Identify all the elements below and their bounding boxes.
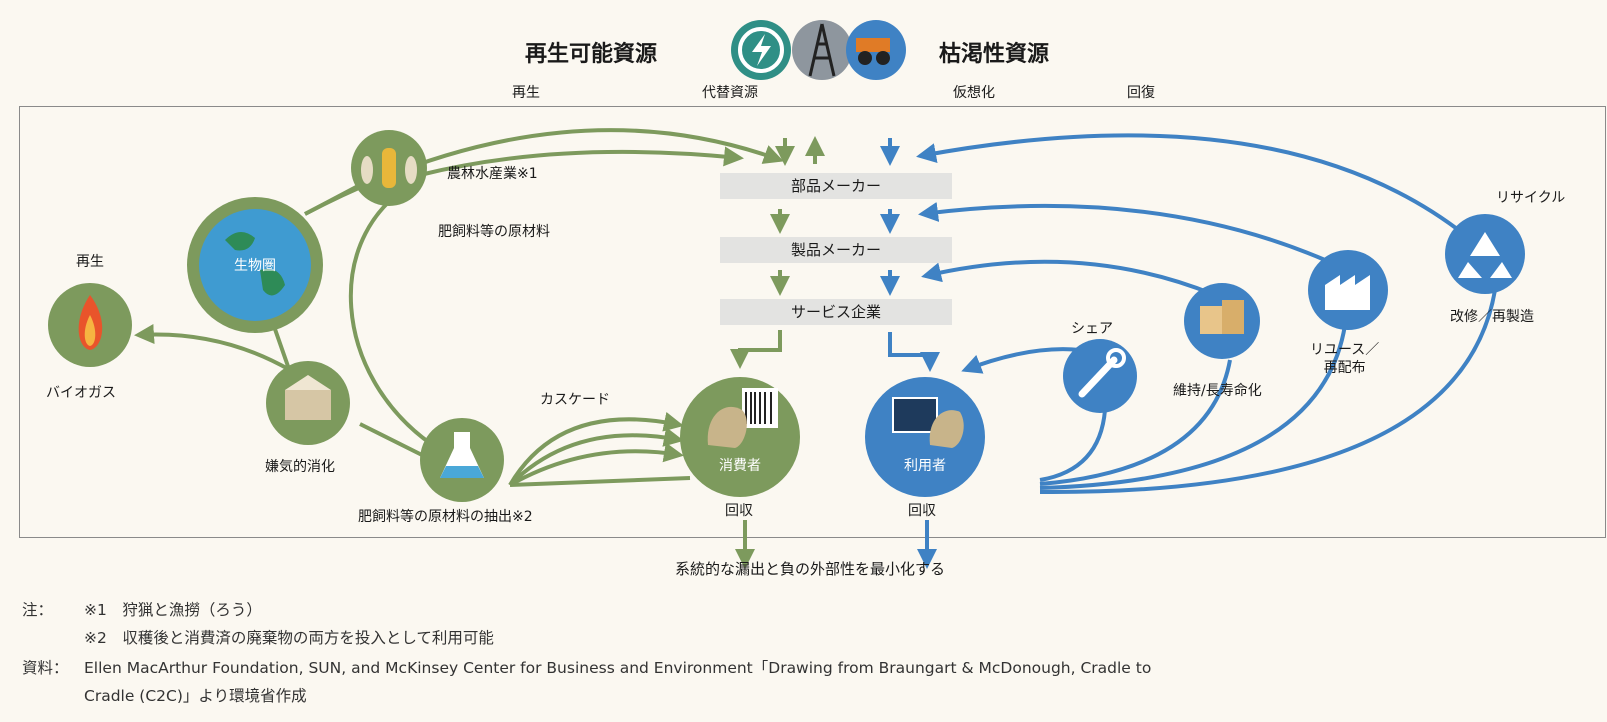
reuse-label: リユース／ 再配布 xyxy=(1310,342,1380,376)
reuse-arrow xyxy=(918,202,1326,262)
maintain-arrow xyxy=(921,259,1216,297)
cascade-arrow-1 xyxy=(508,411,684,487)
user-icon: 利用者 xyxy=(865,377,985,497)
collect-left-label: 回収 xyxy=(725,503,753,519)
regenerate-label: 再生 xyxy=(512,85,540,101)
regeneration-label: 再生 xyxy=(76,254,104,270)
parts-maker-box: 部品メーカー xyxy=(720,173,952,199)
technical-flows xyxy=(880,133,1497,569)
collect-right-label: 回収 xyxy=(908,503,936,519)
share-arrow xyxy=(961,347,1081,374)
substitute-label: 代替資源 xyxy=(702,85,758,101)
boxes-icon xyxy=(1184,283,1260,359)
note-2: ※2 収穫後と消費済の廃棄物の両方を投入として利用可能 xyxy=(84,629,494,647)
recycle-label: リサイクル xyxy=(1496,190,1566,206)
service-provider-box: サービス企業 xyxy=(720,299,952,325)
feedstock-loop xyxy=(348,178,442,452)
note-1: ※1 狩猟と漁撈（ろう） xyxy=(84,601,262,619)
extraction-label: 肥飼料等の原材料の抽出※2 xyxy=(358,509,533,525)
consumer-icon: 消費者 xyxy=(680,377,800,497)
restore-label: 回復 xyxy=(1127,85,1155,101)
share-label: シェア xyxy=(1071,321,1113,337)
renewable-energy-icon xyxy=(731,20,791,80)
product-maker-box: 製品メーカー xyxy=(720,237,952,263)
cascade-arrow-3 xyxy=(509,442,684,487)
note-label: 注： xyxy=(22,601,54,619)
diagram-frame xyxy=(19,106,1606,538)
renewable-resources-title: 再生可能資源 xyxy=(525,42,658,67)
factory-icon xyxy=(1308,250,1388,330)
feedstock-label: 肥飼料等の原材料 xyxy=(438,224,550,240)
recycle-arrow xyxy=(916,133,1467,237)
farming-to-parts-arrow xyxy=(419,146,744,177)
biosphere-icon: 生物圏 xyxy=(187,197,323,333)
anaerobic-digestion-icon xyxy=(266,361,350,445)
biogas-label: バイオガス xyxy=(46,385,116,401)
anaerobic-label: 嫌気的消化 xyxy=(265,459,335,475)
refurbish-label: 改修／再製造 xyxy=(1450,309,1534,325)
biogas-icon xyxy=(48,283,132,367)
to-biogas-arrow xyxy=(134,324,291,372)
cascade-arrow-2 xyxy=(508,427,684,487)
user-label: 利用者 xyxy=(904,458,946,474)
farming-icon xyxy=(351,130,427,206)
source-label: 資料： xyxy=(22,659,69,677)
finite-resources-title: 枯渇性資源 xyxy=(939,42,1050,67)
consumer-label: 消費者 xyxy=(719,458,761,474)
biosphere-label: 生物圏 xyxy=(234,258,276,274)
biological-flows xyxy=(134,128,825,569)
recycle-icon xyxy=(1445,214,1525,294)
wrench-icon xyxy=(1063,339,1137,413)
minimize-leakage-caption: 系統的な漏出と負の外部性を最小化する xyxy=(675,560,946,578)
mining-truck-icon xyxy=(846,20,906,80)
source-line-1: Ellen MacArthur Foundation, SUN, and McK… xyxy=(84,659,1152,677)
farming-label: 農林水産業※1 xyxy=(447,166,538,182)
maintain-label: 維持/長寿命化 xyxy=(1173,383,1262,399)
source-line-2: Cradle (C2C)」より環境省作成 xyxy=(84,687,307,705)
cascade-label: カスケード xyxy=(540,392,610,408)
extraction-flask-icon xyxy=(420,418,504,502)
virtualize-label: 仮想化 xyxy=(953,85,995,101)
oil-rig-icon xyxy=(792,20,852,80)
